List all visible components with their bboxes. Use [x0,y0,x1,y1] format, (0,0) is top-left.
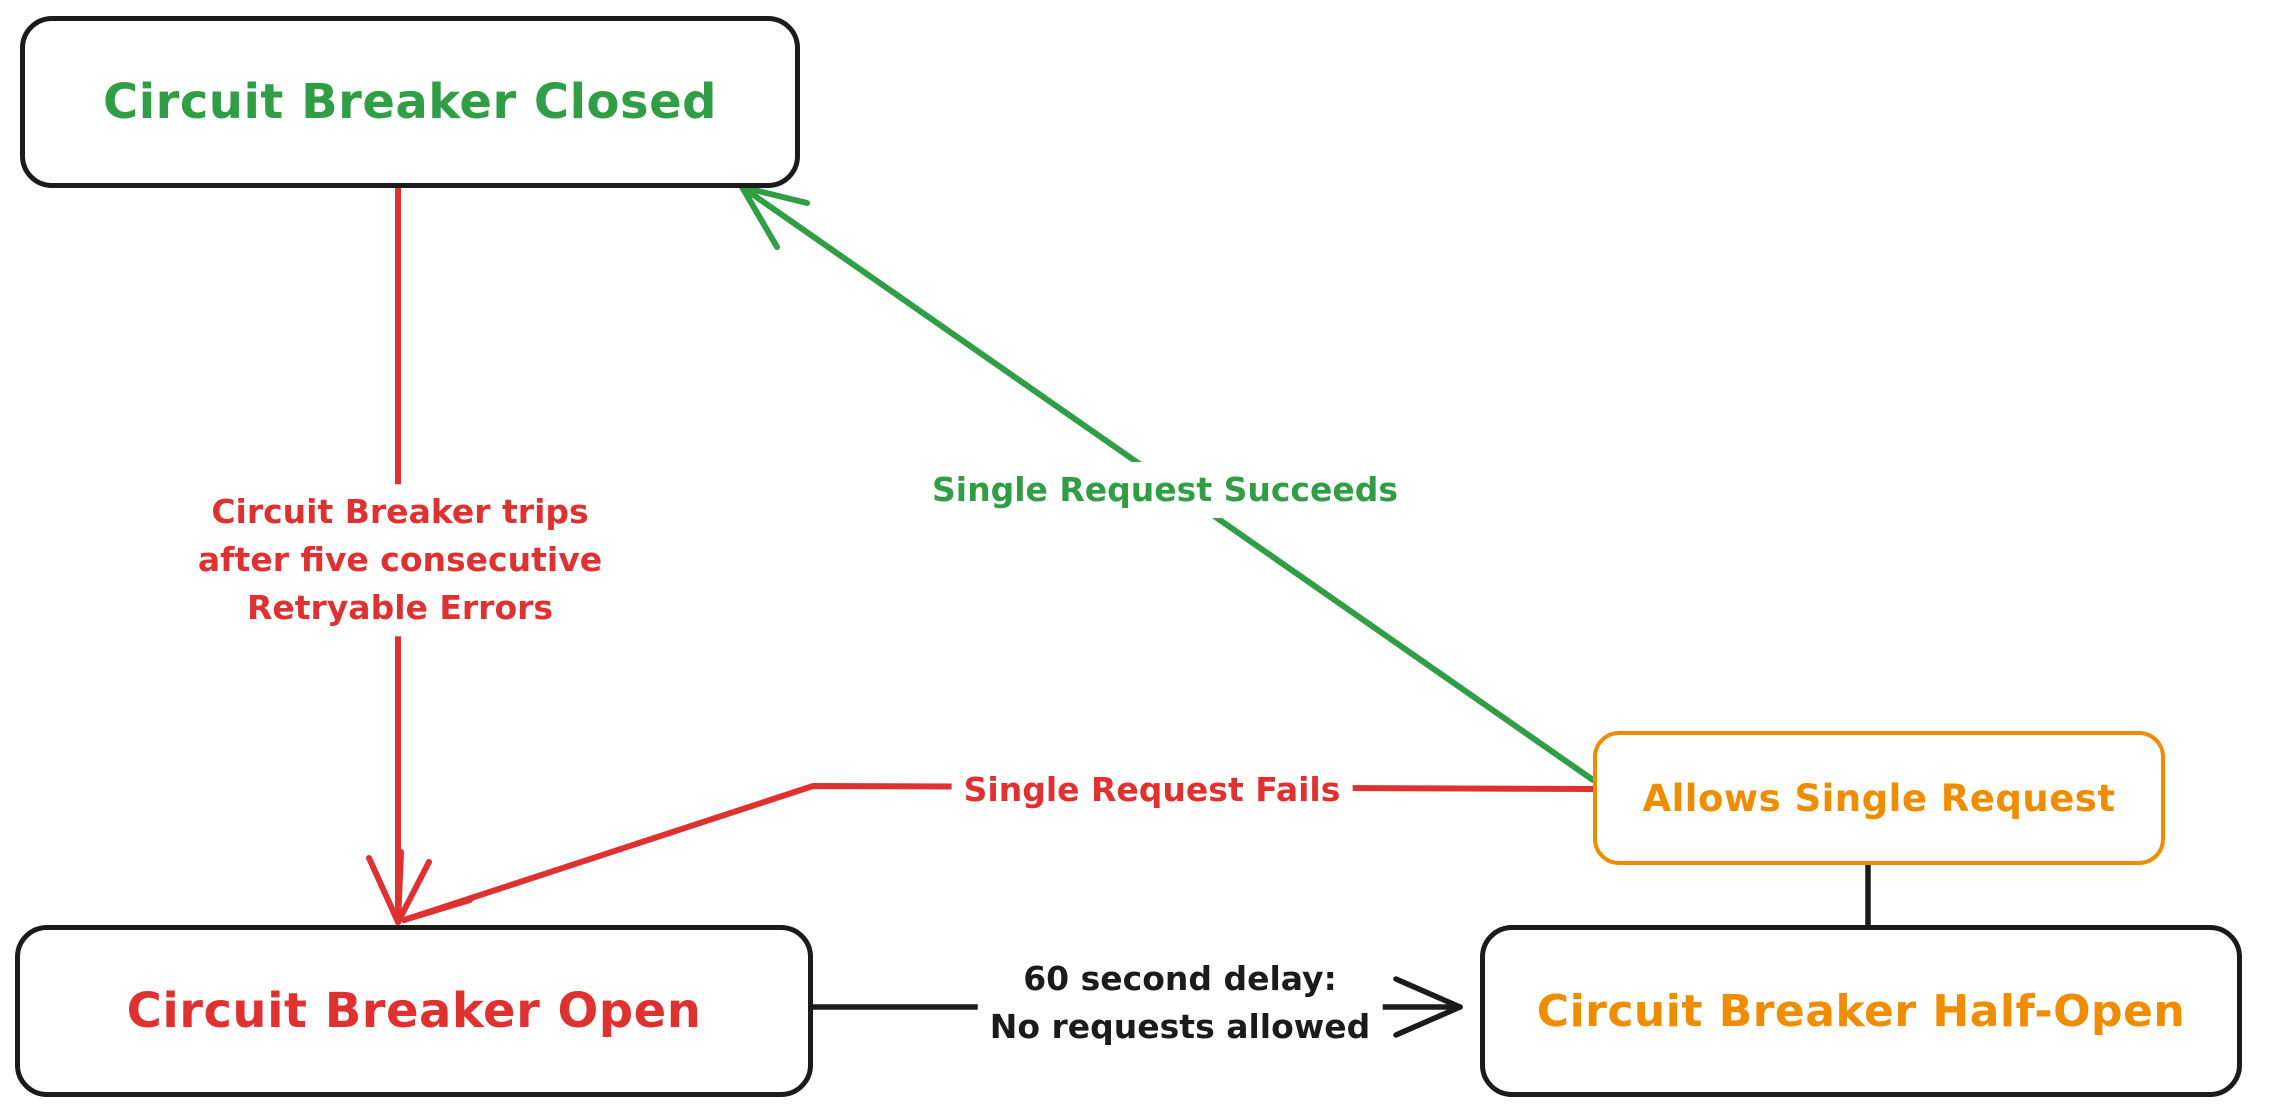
edge-succeeds-label: Single Request Succeeds [920,462,1410,518]
node-circuit-breaker-half-open-label: Circuit Breaker Half-Open [1536,985,2186,1037]
edge-delay-label-line1: 60 second delay: [1023,959,1337,999]
edge-fails-label: Single Request Fails [951,762,1353,818]
node-circuit-breaker-open: Circuit Breaker Open [15,925,813,1097]
edge-trip-label-line1: Circuit Breaker trips [211,492,589,532]
edge-trip-label-line2: after five consecutive [197,540,603,580]
edge-trip-label-line3: Retryable Errors [246,587,554,627]
node-allows-single-request: Allows Single Request [1593,731,2165,865]
node-circuit-breaker-closed-label: Circuit Breaker Closed [103,74,717,130]
node-circuit-breaker-closed: Circuit Breaker Closed [20,16,800,188]
edge-delay-label: 60 second delay: No requests allowed [977,951,1383,1055]
edge-trip-label: Circuit Breaker trips after five consecu… [185,484,615,636]
node-circuit-breaker-open-label: Circuit Breaker Open [126,983,702,1039]
edge-delay-label-line2: No requests allowed [989,1007,1371,1046]
node-allows-single-request-label: Allows Single Request [1642,776,2116,820]
node-circuit-breaker-half-open: Circuit Breaker Half-Open [1480,925,2242,1097]
